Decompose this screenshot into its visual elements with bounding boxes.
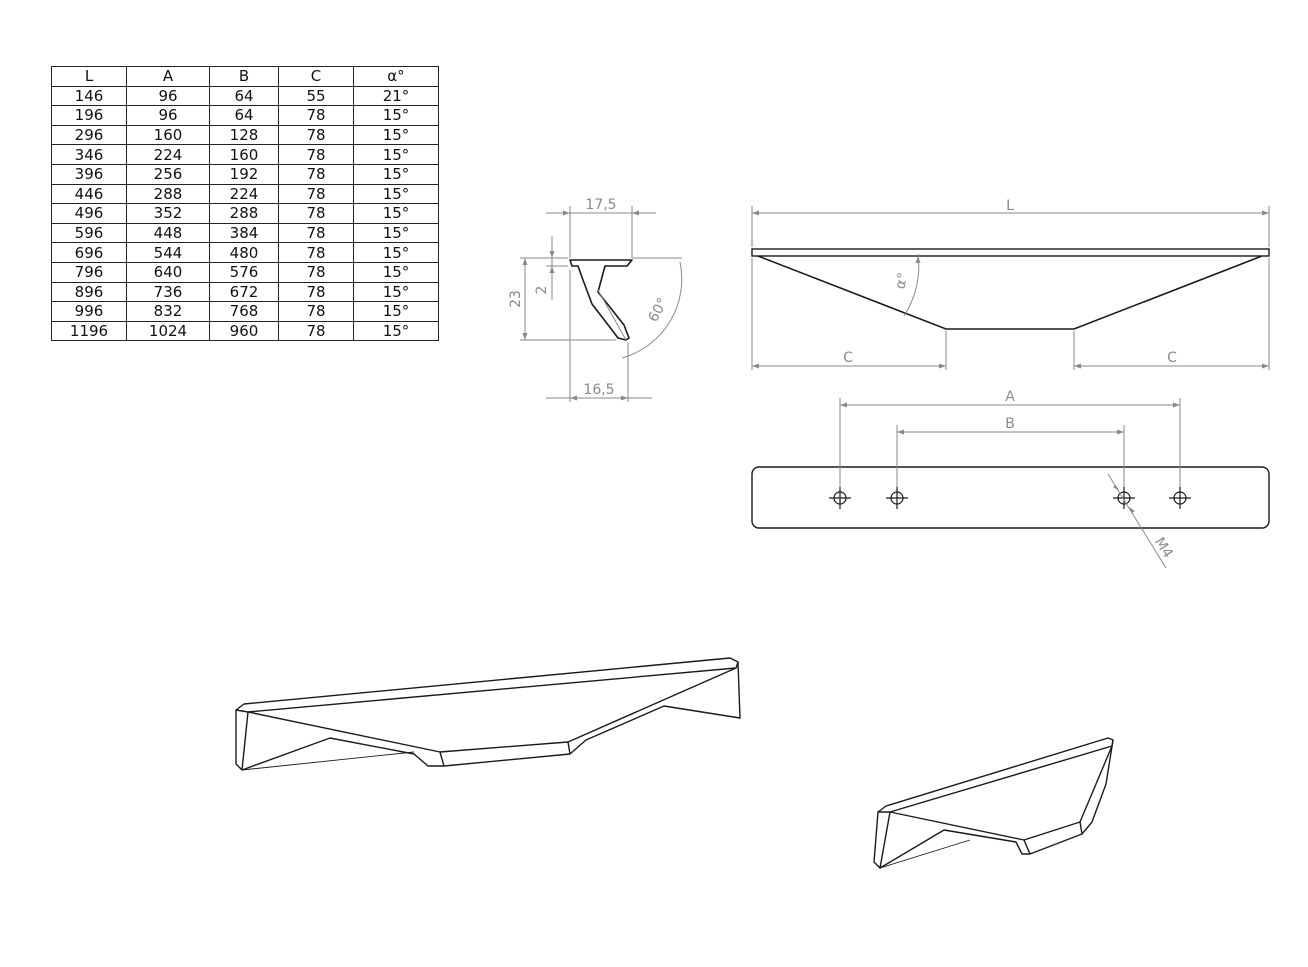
dim-width-top — [546, 206, 656, 258]
cell-b: 64 — [209, 105, 279, 126]
iso-large-bottom-edge — [235, 661, 741, 771]
dim-front-angle — [903, 253, 921, 317]
front-body-outline — [757, 255, 1263, 330]
iso-small-front-face — [889, 745, 1113, 841]
dim-height — [520, 257, 616, 341]
mounting-hole-2 — [886, 487, 908, 509]
dim-width-bottom-label: 16,5 — [583, 382, 614, 398]
profile-outline — [569, 259, 633, 341]
dim-front-angle-label: α° — [892, 271, 912, 291]
cell-l: 196 — [51, 105, 127, 126]
iso-large-top-face — [235, 657, 739, 713]
cell-b: 64 — [209, 85, 279, 107]
iso-small-back-line — [879, 839, 971, 869]
cell-alpha: 15° — [353, 222, 439, 244]
header-alpha: α° — [353, 66, 439, 87]
dim-angle-label: 60° — [646, 295, 672, 324]
cell-a: 640 — [126, 261, 210, 283]
dim-width-bottom — [546, 270, 652, 402]
cell-a: 96 — [126, 85, 210, 107]
dim-side-left-label: C — [843, 350, 853, 366]
mounting-hole-1 — [829, 487, 851, 509]
dim-angle — [597, 257, 683, 359]
front-top-plate — [751, 248, 1270, 257]
cell-alpha: 15° — [353, 320, 439, 342]
cell-b: 960 — [209, 320, 279, 342]
cell-alpha: 15° — [353, 242, 439, 263]
dim-span-b-label: B — [1005, 416, 1015, 432]
dim-width-top-label: 17,5 — [585, 197, 616, 213]
top-view: A B M4 — [751, 389, 1270, 569]
dim-side-left — [751, 258, 947, 370]
dim-side-right-label: C — [1167, 350, 1177, 366]
cell-l: 1196 — [51, 320, 127, 342]
dim-span-a-label: A — [1005, 389, 1015, 405]
isometric-view-small — [873, 737, 1114, 869]
cell-a: 1024 — [126, 320, 210, 342]
cell-c: 78 — [278, 124, 354, 146]
dim-height-label: 23 — [508, 290, 524, 308]
cell-l: 446 — [51, 183, 127, 205]
thread-label: M4 — [1151, 535, 1176, 561]
dim-length — [751, 206, 1270, 247]
cell-b: 576 — [209, 261, 279, 283]
cell-a: 256 — [126, 163, 210, 185]
cell-alpha: 21° — [353, 85, 439, 107]
cell-b: 768 — [209, 301, 279, 322]
dim-thickness-label: 2 — [534, 286, 550, 295]
cell-alpha: 15° — [353, 301, 439, 322]
cell-a: 544 — [126, 242, 210, 263]
thread-leader — [1107, 473, 1167, 569]
mounting-hole-3 — [1113, 487, 1135, 509]
front-view: L C C α° — [751, 198, 1270, 370]
cell-c: 78 — [278, 281, 354, 303]
cell-c: 78 — [278, 163, 354, 185]
top-plate-outline — [751, 466, 1270, 529]
iso-small-bottom-edge — [873, 739, 1114, 869]
cell-l: 496 — [51, 203, 127, 224]
profile-view: 17,5 16,5 23 2 60° — [508, 197, 683, 402]
iso-large-inner-edges — [241, 711, 571, 771]
iso-large-front-face — [247, 667, 737, 753]
dim-thickness — [546, 236, 568, 300]
cell-c: 78 — [278, 320, 354, 342]
iso-small-inner-edges — [879, 811, 1083, 869]
cell-b: 672 — [209, 281, 279, 303]
dim-length-label: L — [1006, 198, 1014, 214]
mounting-hole-4 — [1169, 487, 1191, 509]
iso-small-top-face — [877, 737, 1114, 813]
table-header-row: L A B C α° — [51, 66, 439, 87]
iso-large-back-line — [241, 751, 415, 771]
isometric-view-large — [235, 657, 741, 771]
cell-c: 78 — [278, 301, 354, 322]
cell-c: 78 — [278, 242, 354, 263]
dim-side-right — [1073, 258, 1270, 370]
cell-l: 146 — [51, 85, 127, 107]
cell-alpha: 15° — [353, 261, 439, 283]
dim-span-a — [839, 398, 1181, 490]
dim-span-b — [896, 425, 1125, 490]
cell-alpha: 15° — [353, 105, 439, 126]
